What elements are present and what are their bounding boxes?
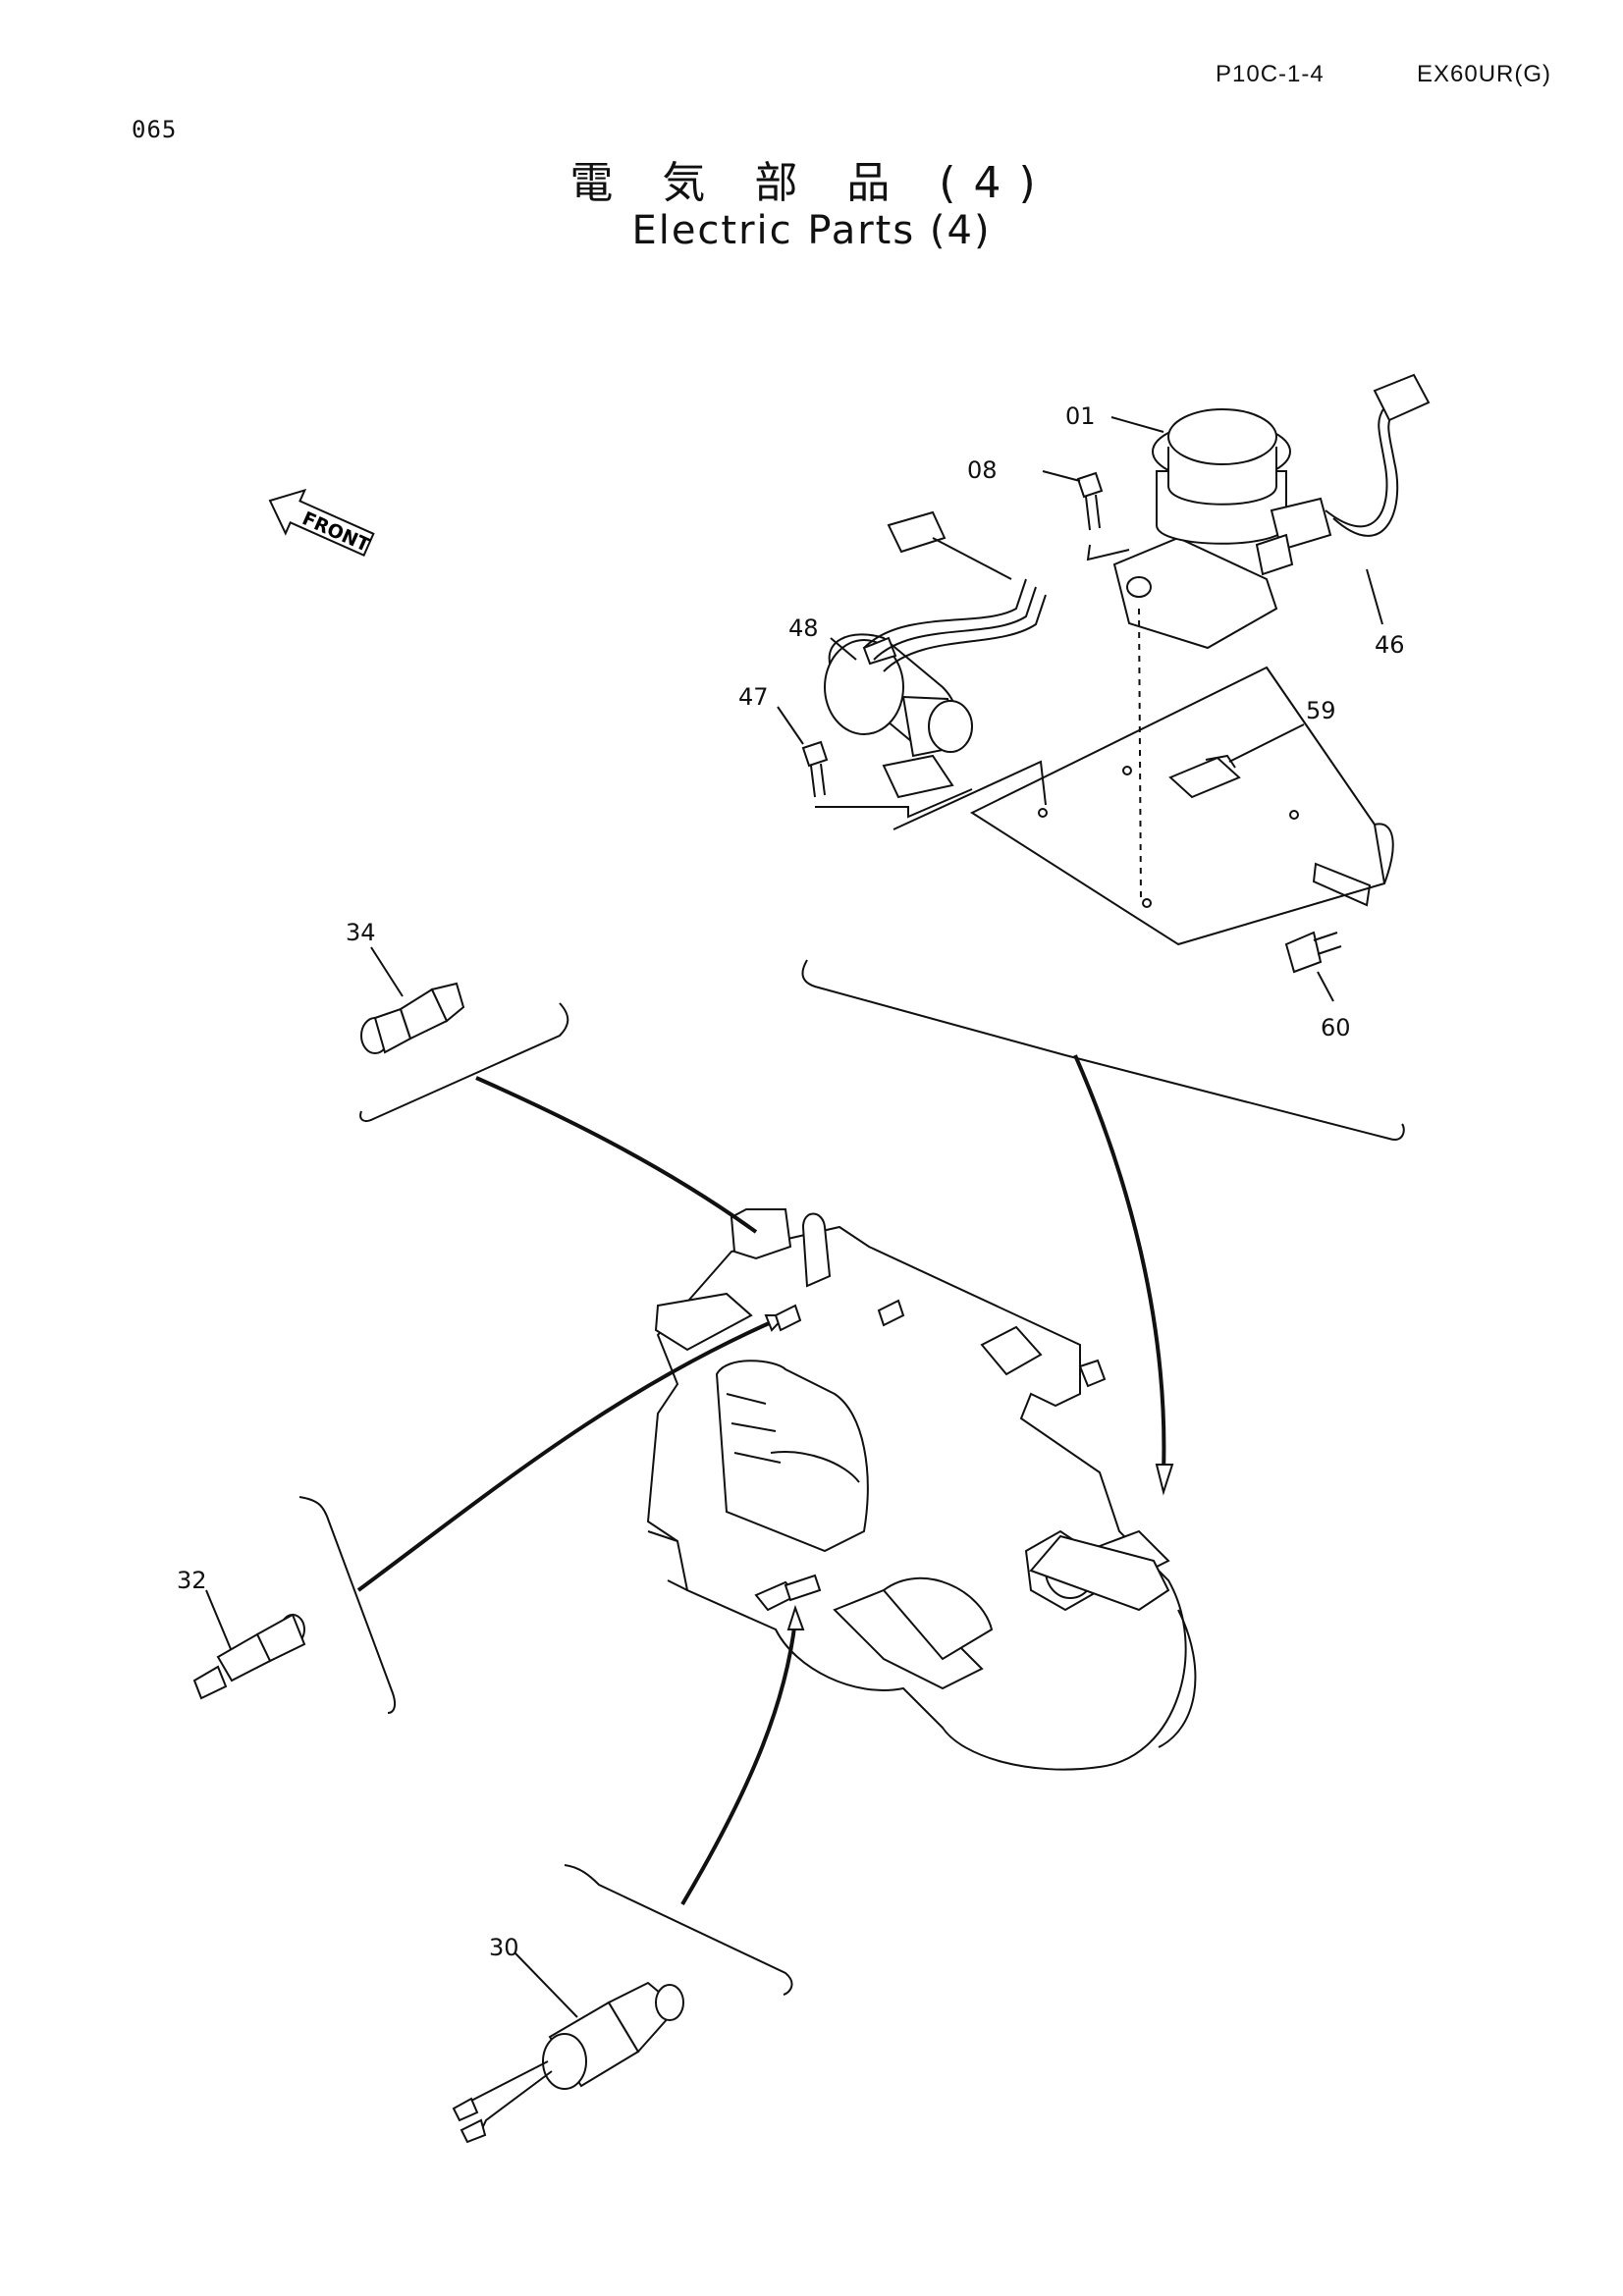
page-code: P10C-1-4 — [1216, 61, 1325, 87]
callout-47: 47 — [738, 683, 769, 711]
callout-59: 59 — [1306, 697, 1336, 724]
front-label: FRONT — [298, 507, 372, 557]
page-number: 065 — [132, 116, 178, 143]
sensor-30 — [452, 1981, 684, 2144]
clip-59 — [1168, 754, 1241, 799]
mounting-plate — [969, 666, 1394, 946]
bolt-60 — [1284, 931, 1342, 974]
relay-01 — [1112, 408, 1332, 650]
sensor-34 — [360, 982, 465, 1054]
model-code: EX60UR(G) — [1417, 61, 1552, 87]
callout-48: 48 — [788, 614, 819, 642]
callout-34: 34 — [346, 919, 376, 946]
harness-46 — [1325, 373, 1431, 537]
callout-08: 08 — [967, 456, 998, 484]
callout-46: 46 — [1375, 631, 1405, 659]
front-arrow-icon: FRONT — [268, 488, 375, 558]
title-japanese: 電 気 部 品 (4) — [569, 158, 1054, 208]
callout-01: 01 — [1065, 402, 1096, 430]
bolt-47 — [801, 740, 829, 798]
callout-32: 32 — [177, 1567, 207, 1594]
callout-60: 60 — [1321, 1014, 1351, 1041]
bolt-08 — [1076, 471, 1104, 531]
title-english: Electric Parts (4) — [631, 208, 992, 253]
callout-30: 30 — [489, 1934, 519, 1961]
solenoid-48 — [824, 510, 1047, 799]
sensor-32 — [192, 1613, 306, 1700]
engine-block — [646, 1208, 1197, 1771]
